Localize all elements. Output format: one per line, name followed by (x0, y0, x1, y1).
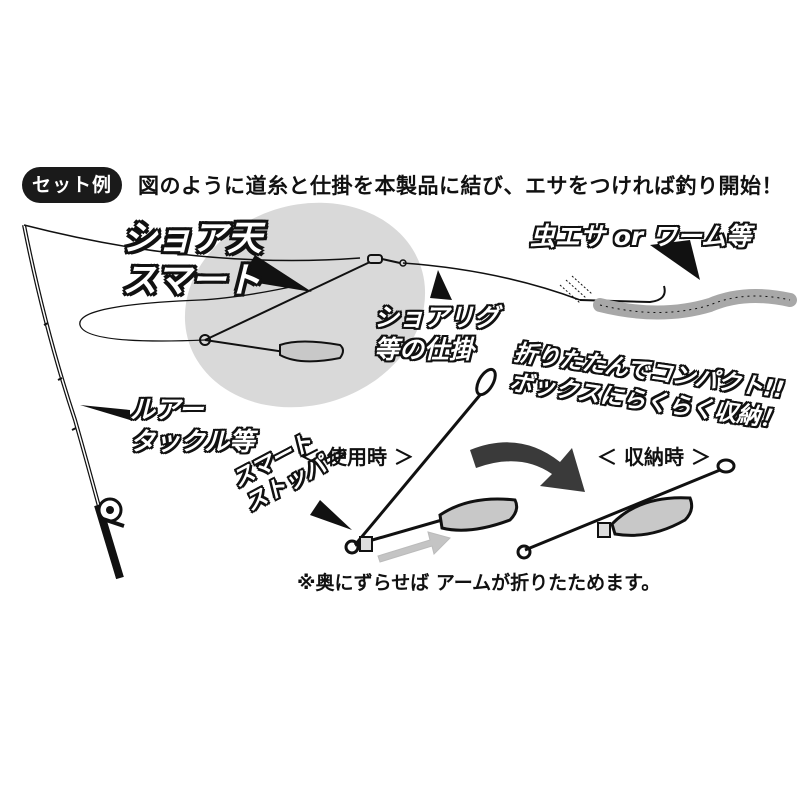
rig-line (402, 262, 581, 301)
bait-callout: 虫エサ or ワーム等 (530, 222, 751, 252)
setup-example-badge: セット例 (22, 167, 122, 203)
stopper-callout-pointer (310, 500, 352, 530)
rig-callout: ショアリグ 等の仕掛 (374, 302, 499, 366)
bait-label: 虫エサ or ワーム等 (530, 222, 752, 251)
shoaten-device-main (199, 254, 407, 363)
highlight-ellipse (184, 202, 426, 408)
hook-icon (579, 285, 666, 304)
product-name-line2: スマート (122, 261, 261, 301)
in-use-label: ＜ 使用時 ＞ (300, 445, 414, 469)
tackle-line2: タックル等 (130, 427, 255, 456)
device-in-use (344, 367, 519, 555)
product-name-line1: ショア天 (122, 219, 263, 259)
slide-arrow-icon (377, 531, 451, 563)
stored-label: ＜ 収納時 ＞ (597, 445, 711, 469)
setup-description: 図のように道糸と仕掛を本製品に結び、エサをつければ釣り開始！ (138, 174, 783, 198)
transition-arrow-icon (470, 442, 585, 492)
folding-note: ※奥にずらせば アームが折りたためます。 (297, 572, 661, 594)
shoa-callout-pointer (240, 255, 312, 292)
fishing-rod (22, 224, 125, 580)
rig-line1: ショアリグ (374, 303, 500, 332)
worm-callout-pointer (650, 240, 700, 280)
tackle-callout: ルアー タックル等 (130, 394, 254, 458)
leader-loop (79, 284, 301, 342)
product-name-callout: ショア天 スマート (122, 218, 262, 302)
reel-icon (97, 497, 125, 528)
device-stored (516, 458, 736, 560)
main-line (23, 224, 361, 262)
lure-callout-pointer (80, 405, 130, 420)
rig-callout-pointer (430, 270, 452, 300)
tackle-line1: ルアー (130, 395, 204, 424)
rig-line2: 等の仕掛 (374, 335, 475, 364)
worm-icon (593, 289, 797, 320)
